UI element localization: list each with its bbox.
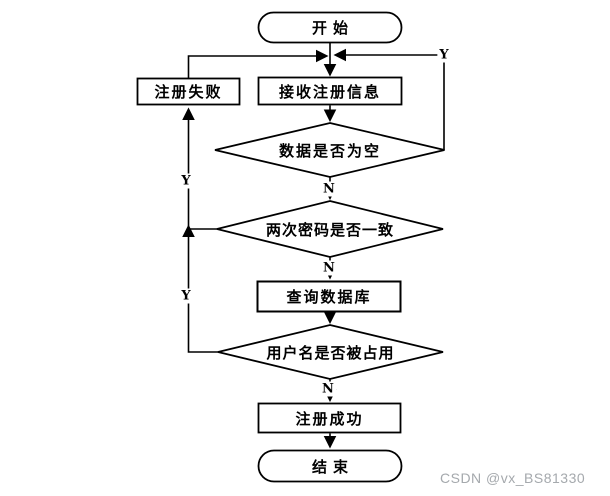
edge-username-yes-to-fail [182, 107, 218, 353]
data-empty-yes-label: Y [437, 47, 451, 63]
start-terminator-shape [257, 11, 403, 44]
passwords-match-no-label: N [321, 260, 337, 276]
passwords-match-decision-shape [216, 200, 444, 258]
register-fail-shape [136, 77, 241, 106]
csdn-watermark: CSDN @vx_BS81330 [440, 470, 586, 486]
edge-fail-loop-to-receive [187, 49, 329, 79]
username-taken-no-label: N [320, 381, 336, 397]
data-empty-no-label: N [321, 181, 337, 197]
username-taken-yes-label: Y [179, 288, 193, 304]
receive-info-shape [257, 76, 403, 106]
passwords-match-yes-label: Y [179, 173, 193, 189]
register-success-shape [257, 402, 402, 434]
end-terminator-shape [257, 449, 403, 483]
username-taken-decision-shape [217, 324, 444, 380]
query-db-shape [256, 280, 402, 313]
data-empty-decision-shape [214, 122, 445, 178]
